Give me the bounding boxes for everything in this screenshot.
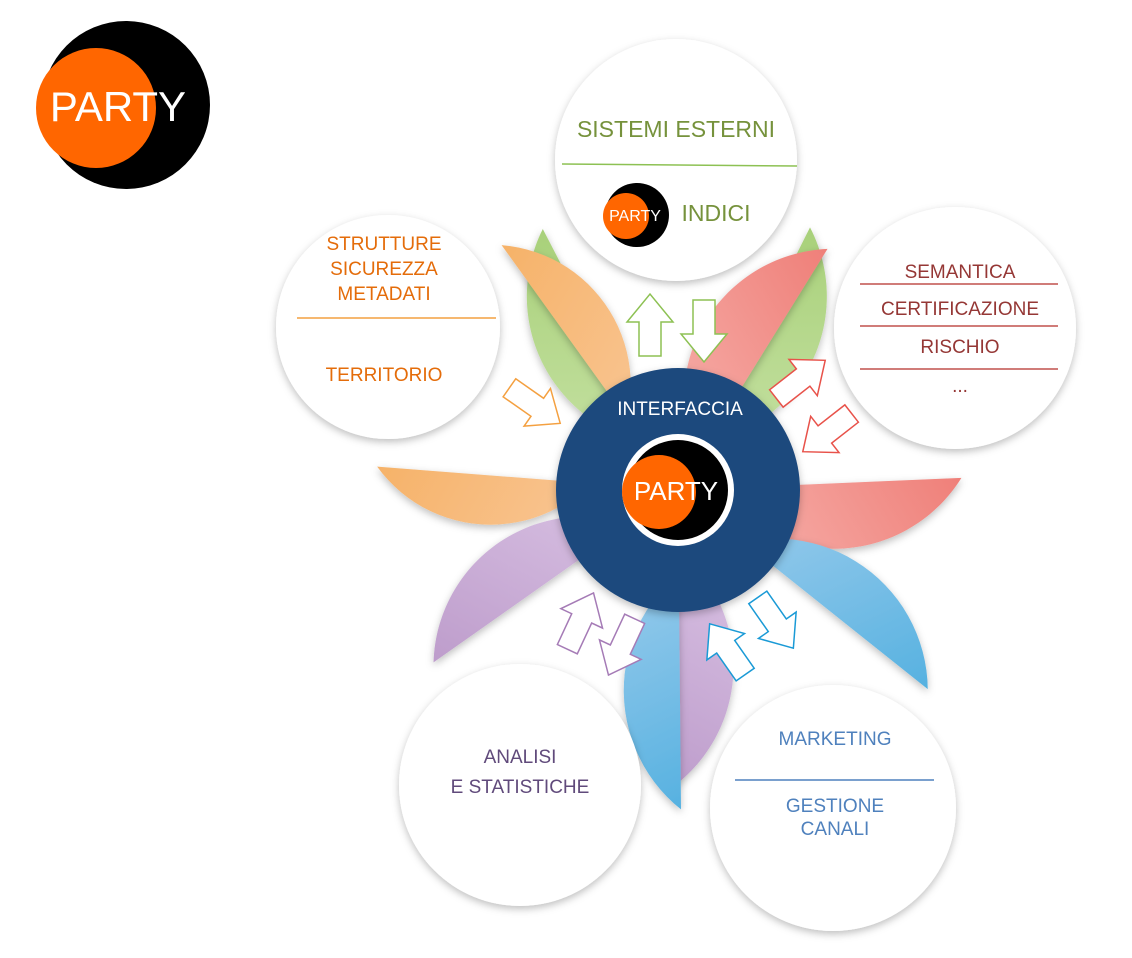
arrow-icon bbox=[556, 591, 604, 655]
orange-line-1: STRUTTURE bbox=[326, 234, 441, 255]
arrow-icon bbox=[747, 590, 798, 650]
interfaccia-label: INTERFACCIA bbox=[617, 399, 743, 420]
purple-line-2: E STATISTICHE bbox=[451, 777, 590, 798]
blue-title: MARKETING bbox=[779, 729, 892, 750]
blue-line-2: CANALI bbox=[801, 819, 870, 840]
blue-petal-circle bbox=[710, 685, 956, 931]
blue-petal bbox=[623, 490, 928, 810]
arrow-icon bbox=[705, 622, 756, 682]
red-item-more: ... bbox=[952, 376, 968, 397]
red-item-semantica: SEMANTICA bbox=[905, 262, 1016, 283]
purple-petal-circle bbox=[399, 664, 641, 906]
svg-text:PARTY: PARTY bbox=[609, 208, 661, 225]
party-logo-small: PARTY bbox=[603, 183, 669, 247]
orange-item-territorio: TERRITORIO bbox=[326, 365, 443, 386]
orange-line-2: SICUREZZA bbox=[330, 259, 438, 280]
arrow-icon bbox=[502, 377, 562, 428]
arrow-icon bbox=[768, 358, 827, 409]
arrow-icon bbox=[801, 403, 860, 454]
purple-line-1: ANALISI bbox=[484, 747, 557, 768]
party-logo: PARTY bbox=[36, 21, 210, 189]
arrow-icon bbox=[679, 299, 729, 364]
red-item-certificazione: CERTIFICAZIONE bbox=[881, 299, 1039, 320]
orange-line-3: METADATI bbox=[337, 284, 430, 305]
green-title: SISTEMI ESTERNI bbox=[577, 116, 775, 142]
green-petal-circle bbox=[555, 39, 797, 281]
orange-petal-circle bbox=[276, 215, 500, 439]
arrow-icon bbox=[598, 613, 646, 677]
green-item-indici: INDICI bbox=[682, 200, 751, 226]
red-petal-circle bbox=[834, 207, 1076, 449]
svg-text:PARTY: PARTY bbox=[634, 476, 718, 506]
party-logo-center: PARTY bbox=[622, 434, 734, 546]
svg-text:PARTY: PARTY bbox=[50, 83, 186, 130]
arrow-icon bbox=[625, 292, 675, 357]
purple-petal bbox=[433, 490, 734, 790]
green-divider bbox=[561, 163, 798, 167]
red-petal bbox=[678, 248, 962, 549]
blue-line-1: GESTIONE bbox=[786, 796, 884, 817]
red-item-rischio: RISCHIO bbox=[920, 337, 999, 358]
orange-petal bbox=[377, 245, 678, 525]
